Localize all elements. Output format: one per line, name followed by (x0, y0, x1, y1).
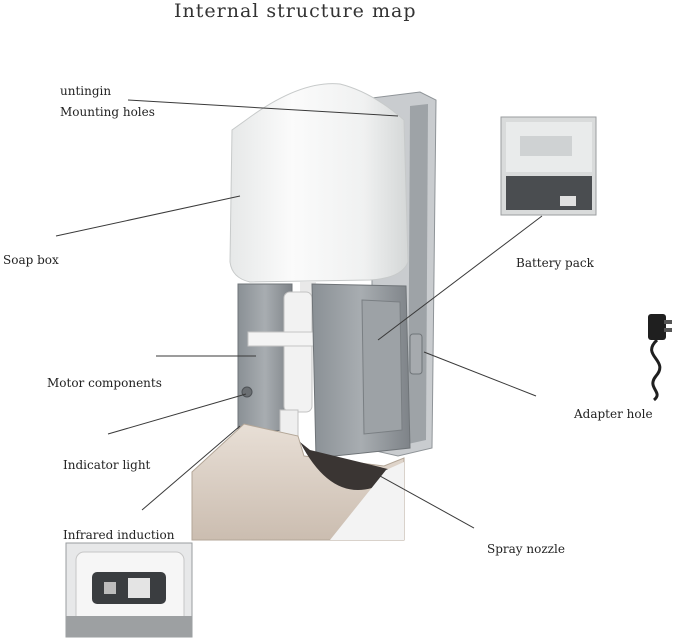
spray-nozzle-label: Spray nozzle (487, 542, 565, 556)
motor-components-label: Motor components (47, 376, 162, 390)
mounting-label-fragment: untingin (60, 84, 112, 98)
indicator-light-label: Indicator light (63, 458, 151, 472)
indicator-light-led (241, 386, 253, 398)
leader-lines (55, 99, 543, 529)
adapter-hole-port (409, 333, 423, 375)
battery-pack-inset (500, 116, 597, 216)
adapter-hole-label: Adapter hole (574, 407, 653, 421)
mounting-holes-label: Mounting holes (60, 105, 155, 119)
battery-compartment (311, 283, 411, 459)
infrared-induction-label: Infrared induction (63, 528, 175, 542)
diagram-title: Internal structure map (174, 0, 417, 22)
power-adapter-inset (648, 314, 672, 402)
drip-tray (191, 423, 405, 541)
battery-pack-label: Battery pack (516, 256, 594, 270)
soap-box-label: Soap box (3, 253, 59, 267)
infrared-induction-inset (65, 542, 193, 638)
